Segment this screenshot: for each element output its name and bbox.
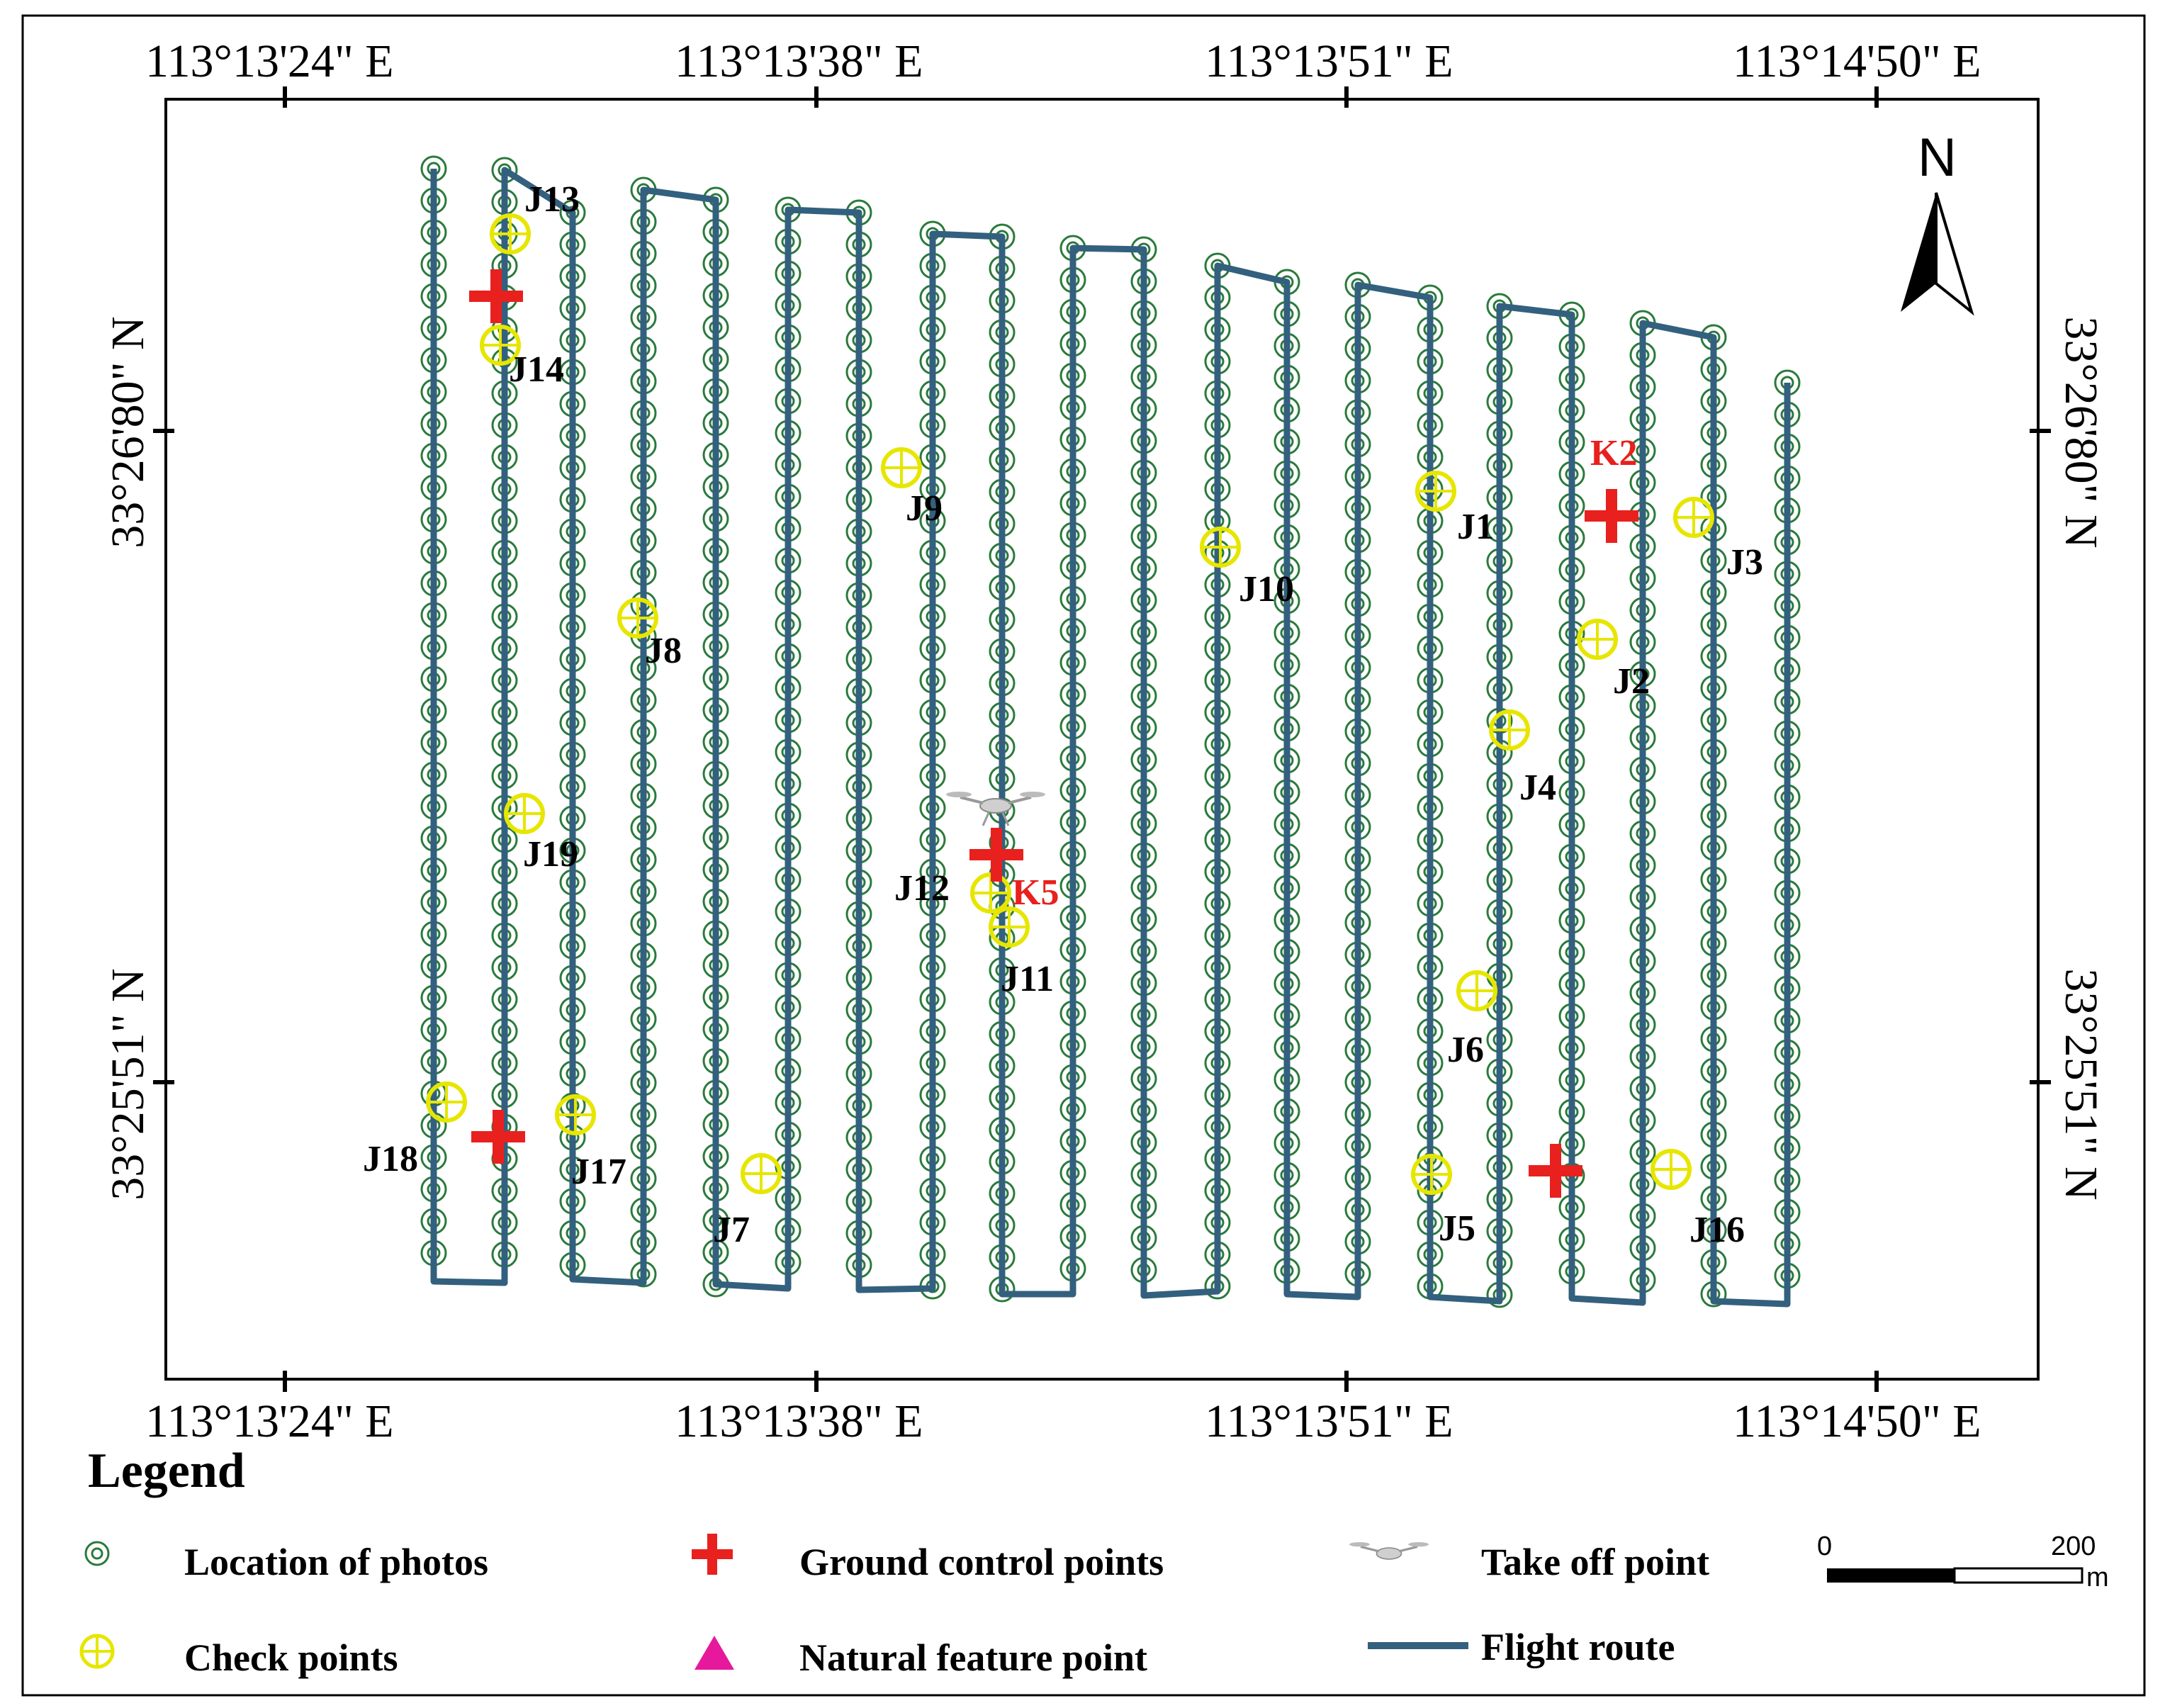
flight-route	[430, 167, 1791, 1308]
check-point-label: J19	[523, 834, 578, 875]
check-point-j7: J7	[713, 1153, 782, 1250]
check-point-label: J3	[1726, 542, 1763, 583]
check-point-j13: J13	[490, 179, 580, 254]
check-point-label: J16	[1689, 1210, 1745, 1250]
legend-checks-label: Check points	[184, 1636, 398, 1679]
check-point-j3: J3	[1673, 497, 1763, 583]
check-point-label: J13	[524, 179, 580, 220]
check-point-j14: J14	[480, 325, 564, 390]
scale-unit: m	[2086, 1563, 2109, 1592]
check-point-j17: J17	[555, 1094, 626, 1192]
legend-takeoff-label: Take off point	[1481, 1541, 1709, 1583]
check-point-j6: J6	[1447, 970, 1497, 1070]
ground-control-point	[1529, 1144, 1582, 1198]
legend-takeoff-icon	[1349, 1542, 1429, 1560]
coord-left-2: 33°25'51" N	[102, 968, 154, 1200]
check-point-label: J14	[509, 349, 564, 390]
check-point-label: J17	[571, 1152, 626, 1192]
check-point-label: J1	[1457, 507, 1494, 547]
coord-bottom-3: 113°13'51" E	[1205, 1395, 1453, 1447]
ground-control-point	[471, 1110, 525, 1164]
check-point-label: J7	[713, 1210, 750, 1250]
legend-photos-label: Location of photos	[184, 1541, 488, 1583]
check-point-j10: J10	[1200, 527, 1294, 609]
coord-top-4: 113°14'50" E	[1733, 35, 1981, 87]
legend-natural-icon	[695, 1636, 734, 1670]
check-point-label: J6	[1447, 1030, 1484, 1070]
coord-bottom-4: 113°14'50" E	[1733, 1395, 1981, 1447]
coord-bottom-2: 113°13'38" E	[675, 1395, 923, 1447]
scale-end: 200	[2051, 1532, 2096, 1561]
check-point-j18: J18	[363, 1081, 467, 1179]
scale-bar	[1827, 1567, 2084, 1584]
check-point-j4: J4	[1489, 709, 1556, 808]
legend-title: Legend	[88, 1444, 245, 1498]
check-point-label: J10	[1239, 569, 1294, 609]
check-point-j8: J8	[617, 597, 682, 671]
check-point-label: J11	[1001, 959, 1054, 999]
takeoff-drone-icon	[946, 792, 1045, 826]
frame-ticks	[153, 86, 2051, 1392]
legend-photo-icon	[84, 1541, 110, 1566]
north-arrow-icon	[1901, 192, 1974, 316]
ground-control-point	[469, 269, 523, 323]
check-point-label: J4	[1519, 768, 1556, 808]
legend-route-label: Flight route	[1481, 1626, 1675, 1668]
map-frame	[164, 98, 2040, 1381]
check-point-j12: J12	[894, 868, 1011, 914]
coord-left-1: 33°26'80" N	[102, 316, 154, 548]
check-point-label: J12	[894, 868, 950, 909]
control-point-label: K5	[1012, 872, 1059, 913]
coord-top-3: 113°13'51" E	[1205, 35, 1453, 87]
check-point-label: J9	[906, 488, 943, 529]
check-point-j19: J19	[504, 793, 578, 875]
check-point-j2: J2	[1577, 619, 1650, 702]
ground-control-point: K5	[969, 828, 1059, 913]
ground-control-point: K2	[1585, 433, 1638, 543]
legend-natural-label: Natural feature point	[799, 1636, 1147, 1679]
legend-check-icon	[79, 1634, 115, 1669]
legend-gcp-icon	[692, 1534, 733, 1575]
check-point-j16: J16	[1651, 1149, 1745, 1250]
check-point-j5: J5	[1411, 1154, 1475, 1249]
north-label: N	[1918, 128, 1957, 188]
coord-top-1: 113°13'24" E	[145, 35, 394, 87]
coord-right-1: 33°26'80" N	[2055, 316, 2107, 548]
scale-start: 0	[1817, 1532, 1832, 1561]
coord-bottom-1: 113°13'24" E	[145, 1395, 394, 1447]
check-point-j11: J11	[989, 906, 1054, 999]
check-point-label: J8	[645, 631, 682, 671]
control-point-label: K2	[1590, 433, 1637, 473]
check-point-j9: J9	[881, 447, 943, 529]
coord-right-2: 33°25'51" N	[2055, 968, 2107, 1200]
check-point-j1: J1	[1415, 471, 1494, 547]
legend-gcp-label: Ground control points	[799, 1541, 1164, 1583]
coord-top-2: 113°13'38" E	[675, 35, 923, 87]
check-point-label: J2	[1613, 661, 1650, 702]
check-point-label: J5	[1439, 1208, 1475, 1249]
check-point-label: J18	[363, 1139, 418, 1179]
